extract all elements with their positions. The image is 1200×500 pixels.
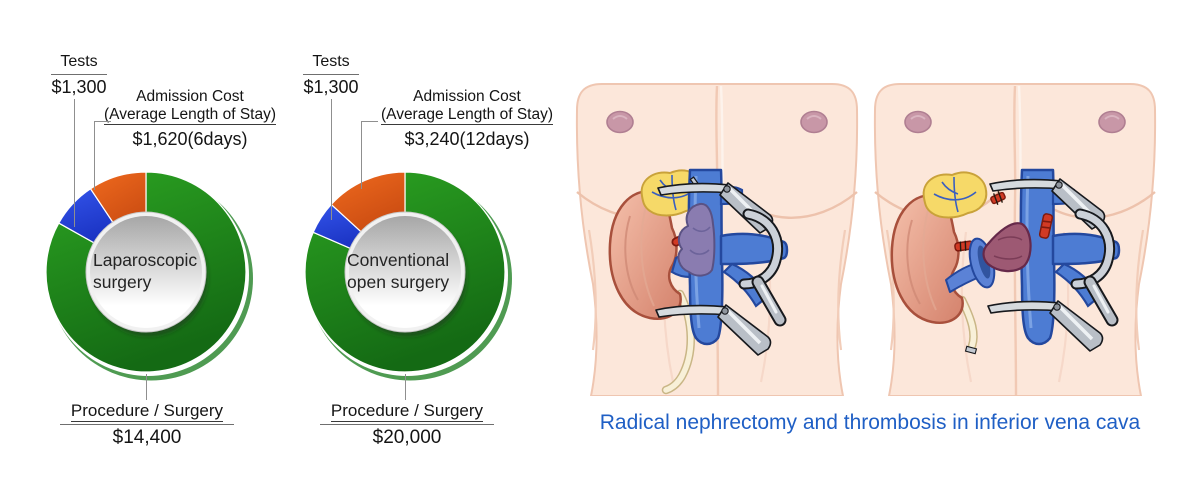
label-rule: [303, 73, 359, 75]
donut-conventional: [304, 171, 512, 381]
curved-clamp-icon: [738, 208, 787, 327]
torso-illustration-thrombosis: [575, 82, 859, 396]
leader-line: [361, 121, 363, 189]
label-tests: Tests $1,300: [51, 53, 107, 97]
thrombus: [677, 202, 716, 277]
label-rule: [320, 424, 494, 426]
label-procedure: Procedure / Surgery $20,000: [317, 401, 497, 449]
leader-line: [361, 121, 378, 123]
ureter-illustration: [661, 289, 695, 395]
illustration-caption: Radical nephrectomy and thrombosis in in…: [599, 411, 1141, 434]
torso-illustration-nephrectomy: [873, 82, 1157, 396]
adrenal-gland-icon: [922, 171, 988, 219]
curved-clamp-icon: [1070, 208, 1119, 327]
label-rule: [60, 424, 234, 426]
artery-stump: [1038, 213, 1054, 239]
label-tests: Tests $1,300: [303, 53, 359, 97]
label-procedure: Procedure / Surgery $14,400: [57, 401, 237, 449]
donut-laparoscopic: [45, 171, 253, 381]
leader-line: [94, 121, 111, 123]
leader-line: [94, 121, 96, 190]
label-rule: [51, 73, 107, 75]
label-admission: Admission Cost (Average Length of Stay) …: [103, 88, 277, 149]
leader-line: [405, 374, 407, 400]
leader-line: [146, 374, 148, 400]
thrombus-extracted: [982, 222, 1032, 273]
leader-line: [74, 99, 76, 227]
artery-stump: [990, 191, 1006, 205]
leader-line: [331, 99, 333, 220]
ureter-illustration: [957, 295, 978, 355]
label-admission: Admission Cost (Average Length of Stay) …: [380, 88, 554, 149]
